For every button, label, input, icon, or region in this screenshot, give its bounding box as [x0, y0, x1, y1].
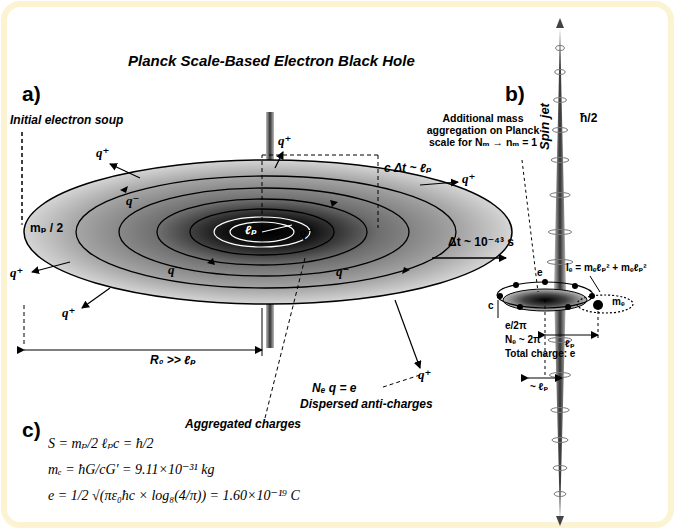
charge-point: c	[488, 300, 494, 312]
charge-label: q⁻	[126, 194, 139, 209]
dimension-label: R₀ >> ℓₚ	[150, 354, 196, 368]
charge-label: q⁻	[300, 226, 313, 241]
figure-title: Planck Scale-Based Electron Black Hole	[128, 52, 415, 69]
equation: S = mₚ/2 ℓₚc = ħ/2	[48, 436, 154, 452]
panel-letter: b)	[505, 82, 525, 106]
jet-ring	[552, 438, 568, 443]
note-label: Additional mass aggregation on Planck sc…	[424, 112, 542, 148]
jet-ring	[554, 492, 566, 497]
jet-ring	[556, 46, 565, 51]
charge-point: e	[537, 267, 543, 279]
panel-letter: c)	[22, 418, 41, 442]
charge-label: q⁺	[96, 146, 109, 161]
panel-letter: a)	[22, 82, 41, 106]
jet-ring	[550, 193, 570, 198]
jet-label: Spin jet	[538, 103, 553, 150]
equation: mₑ = ħG/cG′ = 9.11×10⁻³¹ kg	[48, 462, 214, 478]
charge-label: q⁺	[278, 134, 291, 149]
mass-label: mₚ / 2	[30, 222, 63, 236]
jet-ring	[549, 373, 570, 378]
dimension-label: ℓₚ	[565, 338, 575, 350]
charge-note: Total charge: e	[505, 348, 575, 360]
jet-ring	[551, 408, 569, 413]
charge-note: Dispersed anti-charges	[300, 398, 433, 412]
charge-note: e/2π	[505, 320, 527, 332]
charge-note: Nₑ q = e	[312, 382, 356, 396]
jet-ring	[555, 70, 566, 75]
dimension-label: ℓₚ	[245, 224, 257, 238]
equation: e = 1/2 √(πε₀ħc × log₈(4/π)) = 1.60×10⁻¹…	[48, 488, 300, 504]
jet-ring	[551, 158, 569, 163]
time-label: Δt ~ 10⁻⁴³ s	[448, 236, 514, 250]
dimension-label: ~ ℓₚ	[530, 381, 548, 393]
jet-ring	[552, 128, 567, 133]
charge-note: Aggregated charges	[185, 418, 301, 432]
charge-note: Nₑ ~ 2π	[505, 334, 541, 346]
inertia-label: Iₑ = mₑℓₚ² + mₑℓₚ²	[566, 262, 647, 274]
mass-point: mₑ	[612, 296, 625, 308]
jet-ring	[553, 466, 567, 471]
charge-label: q⁻	[168, 263, 181, 278]
charge-label: q⁺	[62, 306, 75, 321]
region-label: Initial electron soup	[10, 114, 123, 128]
jet-ring	[548, 230, 571, 235]
charge-label: q⁺	[418, 368, 431, 383]
dimension-label: c Δt ~ ℓₚ	[384, 162, 432, 176]
charge-label: q⁺	[10, 266, 23, 281]
charge-label: q⁺	[462, 172, 475, 187]
charge-label: q⁻	[336, 265, 349, 280]
jet-ring	[554, 98, 567, 103]
spin-label: ħ/2	[580, 112, 597, 126]
